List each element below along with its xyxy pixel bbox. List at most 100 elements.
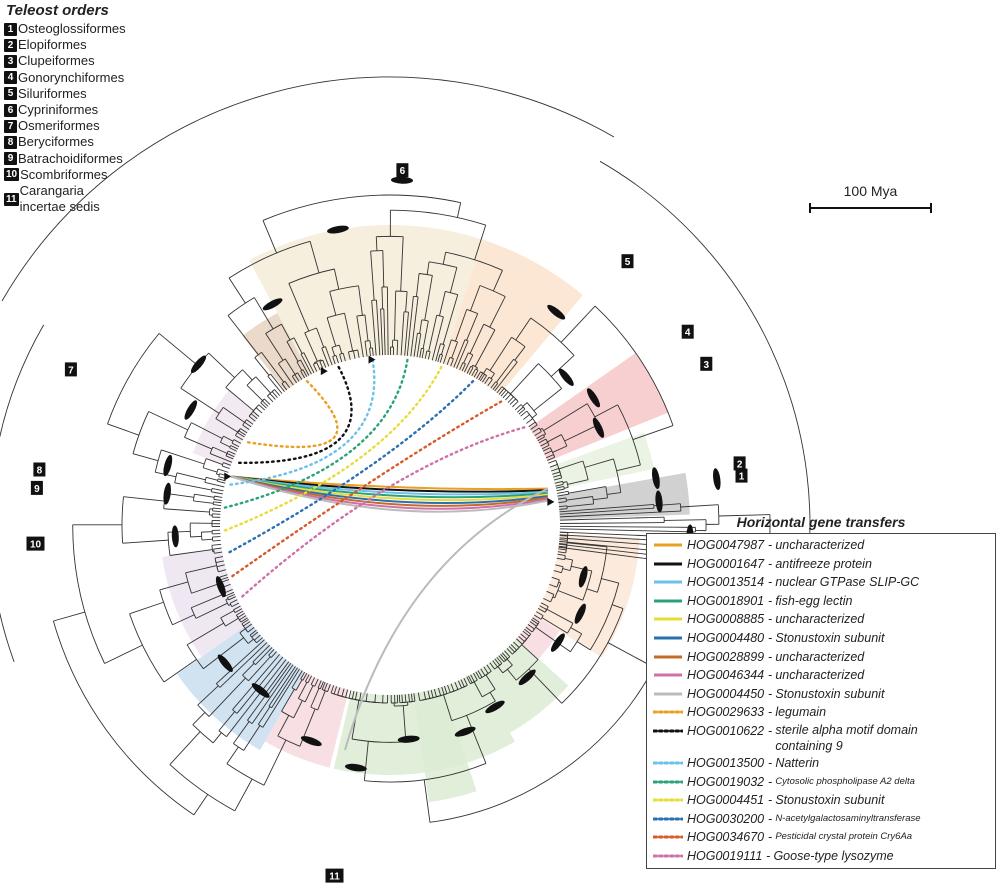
tree-tip-branch xyxy=(553,570,562,574)
tree-branch xyxy=(246,385,263,401)
fish-silhouette-icon xyxy=(518,669,536,686)
tree-tip-branch xyxy=(342,353,346,362)
tree-branch xyxy=(375,236,378,251)
tree-tip-branch xyxy=(216,484,225,488)
tree-order-badge-number: 10 xyxy=(30,540,42,551)
tree-tip-branch xyxy=(554,480,563,484)
tree-tip-branch xyxy=(529,621,537,627)
tree-tip-branch xyxy=(224,458,233,463)
tree-branch xyxy=(309,241,320,273)
tree-tip-branch xyxy=(471,368,476,377)
tree-arc xyxy=(267,393,271,397)
tree-arc xyxy=(594,305,674,426)
tree-branch xyxy=(718,514,770,517)
tree-order-badge-box xyxy=(396,163,409,178)
tree-branch xyxy=(541,617,568,634)
legend-gene-id: HOG0004450 xyxy=(687,686,765,701)
tree-tip-branch xyxy=(427,690,431,699)
tree-order-badge: 5 xyxy=(621,254,634,269)
tree-tip-branch xyxy=(524,628,531,635)
tree-tip-branch xyxy=(215,488,224,492)
tree-tip-branch xyxy=(473,370,479,378)
tree-branch xyxy=(356,316,362,341)
tree-arc xyxy=(717,504,720,525)
legend-item: HOG0019111- Goose-type lysozyme xyxy=(653,847,991,866)
tree-branch xyxy=(193,500,214,504)
tree-branch xyxy=(194,493,215,498)
tree-branch xyxy=(483,368,488,374)
tree-branch xyxy=(303,352,311,366)
tree-tip-branch xyxy=(276,668,300,706)
tree-tip-branch xyxy=(408,693,410,702)
tree-tip-branch xyxy=(251,631,259,638)
tree-branch xyxy=(310,688,320,708)
tree-tip-branch xyxy=(321,681,326,690)
tree-arc xyxy=(558,468,561,473)
tree-arc xyxy=(255,404,260,409)
tree-arc xyxy=(213,496,215,500)
tree-branch xyxy=(562,481,567,484)
tree-branch xyxy=(169,731,201,765)
tree-branch xyxy=(528,668,563,704)
tree-tip-branch xyxy=(225,589,233,593)
tree-tip-branch xyxy=(213,543,222,546)
tree-tip-branch xyxy=(545,454,554,459)
tree-tip-branch xyxy=(463,677,468,686)
tree-tip-branch xyxy=(372,347,374,356)
tree-arc xyxy=(555,460,558,465)
tree-tip-branch xyxy=(450,683,455,692)
arrowhead-icon xyxy=(320,367,328,376)
tree-branch xyxy=(564,487,569,489)
tree-tip-branch xyxy=(268,649,275,656)
tree-tip-branch xyxy=(505,393,512,401)
tree-tip-branch xyxy=(264,398,271,405)
arrowhead-icon xyxy=(547,497,555,506)
tree-branch xyxy=(382,250,385,287)
tree-tip-branch xyxy=(277,666,296,693)
tree-branch xyxy=(507,669,517,681)
tree-tip-branch xyxy=(558,542,567,545)
order-number-badge: 2 xyxy=(4,38,17,52)
tree-arc xyxy=(202,458,207,468)
tree-tip-branch xyxy=(558,545,567,548)
legend-gene-description: Natterin xyxy=(775,755,820,770)
tree-tip-branch xyxy=(516,638,523,645)
clade-sector xyxy=(162,548,251,657)
clade-sector xyxy=(534,533,640,658)
tree-branch xyxy=(371,300,374,317)
legend-line-swatch xyxy=(653,761,683,765)
hgt-arc-solid xyxy=(230,475,549,513)
tree-tip-branch xyxy=(532,617,540,623)
tree-branch xyxy=(192,712,206,725)
tree-branch xyxy=(400,236,404,292)
tree-branch xyxy=(252,650,265,663)
tree-tip-branch xyxy=(468,367,474,375)
tree-arc xyxy=(553,454,556,458)
tree-branch xyxy=(570,627,582,635)
tree-branch xyxy=(293,700,303,719)
tree-root-arc xyxy=(599,160,811,598)
fish-silhouette-icon xyxy=(163,454,173,477)
tree-branch xyxy=(546,608,574,624)
hgt-arc-dotted xyxy=(239,426,526,599)
fish-silhouette-icon xyxy=(655,490,663,513)
tree-branch xyxy=(567,479,589,485)
tree-tip-branch xyxy=(541,444,550,450)
tree-branch xyxy=(212,446,228,454)
tree-branch xyxy=(122,539,169,544)
tree-tip-branch xyxy=(504,650,511,657)
legend-gene-id: HOG0019111 xyxy=(687,848,763,863)
tree-tip-branch xyxy=(212,510,221,513)
tree-arc xyxy=(541,428,547,435)
tree-tip-branch xyxy=(288,378,294,386)
tree-tip-branch xyxy=(468,675,473,684)
tree-arc xyxy=(200,532,203,541)
legend-item: HOG0001647- antifreeze protein xyxy=(653,555,991,574)
tree-tip-branch xyxy=(345,689,349,698)
tree-tip-branch xyxy=(347,351,351,360)
hgt-arc-dotted xyxy=(230,400,503,578)
tree-arc xyxy=(561,608,624,704)
legend-separator: - xyxy=(768,705,773,720)
tree-tip-branch xyxy=(559,528,664,532)
